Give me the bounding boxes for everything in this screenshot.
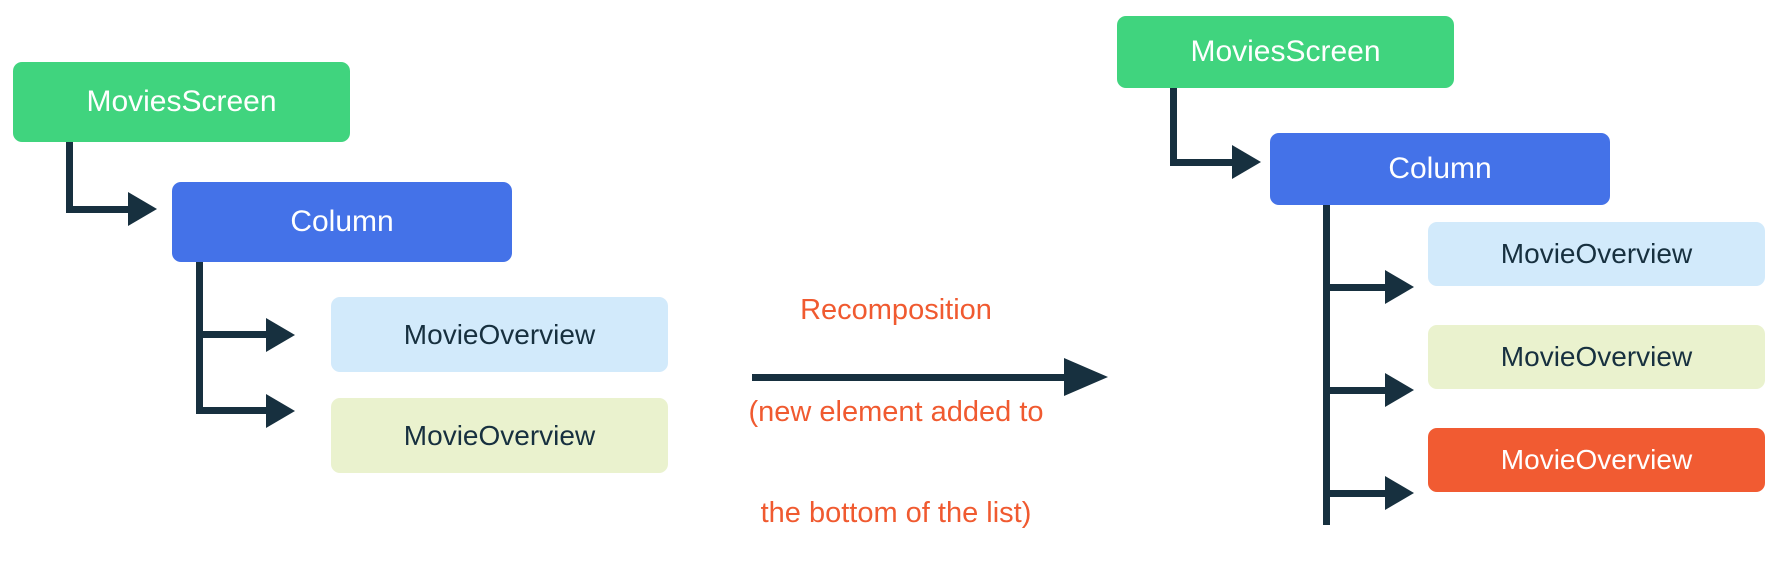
before-node-movieoverview-1-label: MovieOverview	[403, 318, 596, 350]
before-connector-child2-horizontal	[196, 407, 266, 414]
before-connector-root-horizontal	[66, 206, 128, 213]
before-arrowhead-child1	[266, 318, 295, 352]
after-arrowhead-child2	[1385, 373, 1414, 407]
before-connector-child1-horizontal	[196, 331, 266, 338]
before-node-moviesscreen[interactable]: MoviesScreen	[13, 62, 350, 142]
transition-caption: Recomposition (new element added to the …	[726, 226, 1066, 584]
after-arrowhead-child3	[1385, 476, 1414, 510]
before-node-moviesscreen-label: MoviesScreen	[86, 85, 277, 118]
transition-arrow-shaft	[752, 374, 1064, 381]
transition-caption-line-1: Recomposition	[800, 293, 992, 326]
after-node-column-label: Column	[1388, 152, 1492, 185]
after-node-movieoverview-3[interactable]: MovieOverview	[1428, 428, 1765, 492]
before-node-movieoverview-2-label: MovieOverview	[403, 419, 596, 451]
after-connector-child3-horizontal	[1323, 490, 1385, 497]
before-node-column[interactable]: Column	[172, 182, 512, 262]
before-node-movieoverview-2[interactable]: MovieOverview	[331, 398, 668, 473]
right-arrow-icon	[1064, 358, 1108, 396]
after-arrowhead-root-to-column	[1232, 145, 1261, 179]
after-node-movieoverview-2[interactable]: MovieOverview	[1428, 325, 1765, 389]
after-node-movieoverview-1[interactable]: MovieOverview	[1428, 222, 1765, 286]
after-connector-child2-horizontal	[1323, 387, 1385, 394]
after-node-column[interactable]: Column	[1270, 133, 1610, 205]
after-node-movieoverview-1-label: MovieOverview	[1500, 238, 1693, 269]
after-connector-child1-horizontal	[1323, 284, 1385, 291]
after-connector-root-vertical	[1170, 88, 1177, 166]
before-node-movieoverview-1[interactable]: MovieOverview	[331, 297, 668, 372]
transition-caption-line-2: (new element added to	[748, 395, 1044, 428]
after-connector-root-horizontal	[1170, 159, 1232, 166]
before-arrowhead-root-to-column	[128, 192, 157, 226]
after-node-moviesscreen-label: MoviesScreen	[1190, 35, 1381, 68]
after-node-movieoverview-3-label: MovieOverview	[1500, 444, 1693, 475]
before-connector-column-trunk	[196, 262, 203, 414]
after-node-movieoverview-2-label: MovieOverview	[1500, 341, 1693, 372]
after-arrowhead-child1	[1385, 270, 1414, 304]
after-connector-column-trunk	[1323, 205, 1330, 525]
before-arrowhead-child2	[266, 394, 295, 428]
transition-caption-line-3: the bottom of the list)	[760, 497, 1032, 530]
before-node-column-label: Column	[290, 205, 394, 238]
before-connector-root-vertical	[66, 142, 73, 213]
after-node-moviesscreen[interactable]: MoviesScreen	[1117, 16, 1454, 88]
